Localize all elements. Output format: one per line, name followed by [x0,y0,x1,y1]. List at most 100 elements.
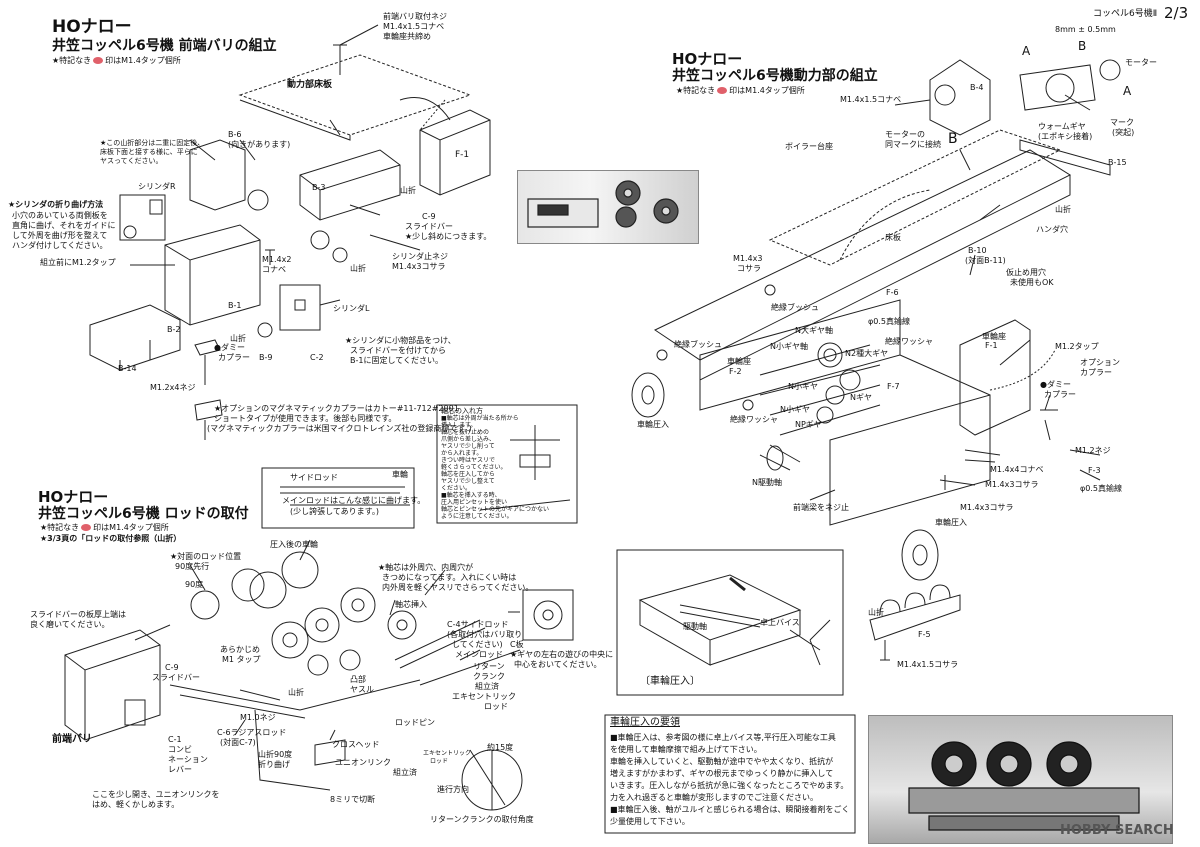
press_guide-line: 力を入れ過ぎると車輪が変形しますのでご注意ください。 [610,793,818,802]
label-rod-pin: ロッドピン [395,718,435,727]
label-c9-sub: スライドバー [152,673,200,682]
label-n-big: N大ギヤ軸 [795,326,833,335]
label-cyl-screw1: シリンダ止ネジ [392,252,448,261]
gear-photo [517,170,699,244]
press_guide-line: 少量使用して下さい。 [610,817,690,826]
label-c9-rod: C-9 [165,663,179,672]
label-n-gear: Nギヤ [850,393,872,402]
label-wheel-press1: 車輪圧入 [637,420,669,429]
label-f3: F-3 [1088,466,1101,475]
section3-title-line1: HOナロー [38,488,109,506]
label-slide-bar-note1: スライドバーの板厚上端は [30,610,126,619]
label-cyl-bend3: して外周を曲げ形を整えて [12,231,108,240]
label-option-coupler1: オプション [1080,358,1120,367]
label-wheel-seat2: 車輪座 [727,357,751,366]
label-slide-bar: スライドバー [405,222,453,231]
label-eccentric1: エキセントリック [452,692,516,701]
label-mountain-fold2: 山折 [350,264,366,273]
label-cyl-bend-title: ★シリンダの折り曲げ方法 [8,200,104,209]
label-return-angle: リターンクランクの取付角度 [430,815,534,824]
label-mountain-fold4: 山折 [1055,205,1071,214]
tap-note-pre2: ★特記なき [676,86,716,95]
section2-title-line1: HOナロー [672,50,743,68]
tap-note-post2: 印はM1.4タップ個所 [729,86,805,95]
label-c2: C-2 [310,353,324,362]
label-cyl-attach1: ★シリンダに小物部品をつけ、 [345,336,456,345]
label-solder-hole: ハンダ穴 [1036,225,1068,234]
label-shaft-insert: 軸芯挿入 [395,600,427,609]
label-b-mark2: B [948,131,958,147]
press_guide-line: ■車輪圧入は、参考図の様に卓上バイス等,平行圧入可能な工具 [610,733,836,742]
label-b10-sub: (対面B-11) [965,256,1006,265]
label-washer1: 絶縁ワッシャ [885,337,933,346]
label-floor2: 床板 [885,233,901,242]
label-n2: N2種大ギヤ [845,349,889,358]
label-n-small: N小ギヤ軸 [770,342,808,351]
label-f1: F-1 [455,150,470,160]
label-motor: モーター [1125,58,1157,67]
section3-tap-note: ★特記なき印はM1.4タップ個所 [40,523,169,533]
label-n-drive: N駆動軸 [752,478,782,487]
shaft_box-line: ください。 [441,485,472,492]
label-shaft-note2: きつめになってます。入れにくい時は [382,573,517,582]
label-side-rod: サイドロッド [290,473,338,482]
label-bend-note3: ヤスってください。 [100,157,163,165]
press_guide-line: を使用して車輪摩擦で組み上げて下さい。 [610,745,762,754]
tap-note-pre: ★特記なき [52,56,92,65]
label-main-rod-note2: (少し誇張してあります。) [290,507,379,516]
label-f2: F-2 [729,367,742,376]
label-n-sm-gear2: N小ギヤ [780,405,810,414]
label-b1: B-1 [228,301,242,310]
section3-ref-note: ★3/3頁の「ロッドの取付参照（山折） [40,534,182,543]
label-rod-pos1: ★対面のロッド位置 [170,552,242,561]
label-b6-sub: (向きがあります) [228,140,291,149]
label-main-rod: メインロッド [455,650,503,659]
label-coupler: カプラー [218,353,250,362]
label-m14x15konabe: M1.4x1.5コナベ [840,95,902,104]
press_guide-line: ■車輪圧入後、軸がユルイと感じられる場合は、瞬間接着剤をごく [610,805,850,814]
label-b10: B-10 [968,246,987,255]
page-label: コッペル6号機Ⅱ [1093,9,1158,19]
label-mountain-fold: 山折 [400,186,416,195]
label-eccentric2: ロッド [484,702,508,711]
label-motor-mark1: モーターの [885,130,925,139]
label-cut8: 8ミリで切断 [330,795,376,804]
press_guide-line: 増えますがかまわず、ギヤの根元までゆっくり静かに挿入して [610,769,834,778]
label-mark: マーク [1110,118,1134,127]
label-assembled2: 組立済 [393,768,417,777]
label-b15: B-15 [1108,158,1127,167]
label-bend-note2: 床板下面と接する様に、平らに [100,148,198,156]
shaft-box-title: 軸芯の入れ方 [441,407,483,415]
label-fold90-2: 折り曲げ [258,760,290,769]
label-f6: F-6 [886,288,899,297]
label-b14: B-14 [118,364,137,373]
label-c4-sub2: してください) [452,640,503,649]
label-floor: 動力部床板 [287,80,333,90]
label-bend-note-rod1: ここを少し開き、ユニオンリンクを [92,790,220,799]
shaft_box-line: ヤスリで少し削って [441,443,495,450]
label-front-beam-screw: 前端梁をネジ止 [793,503,849,512]
shaft_box-line: 軸芯を圧入してから [441,471,495,478]
label-c1-4: レバー [168,765,192,774]
label-gear-note1: ★ギヤの左右の遊びの中央に [510,650,614,659]
shaft_box-line: 圧入用ピンセットを使い [441,499,508,506]
tap-note-post3: 印はM1.4タップ個所 [93,523,169,532]
label-cross-head: クロスヘッド [332,740,380,749]
label-pre-tap2: M1 タップ [222,655,261,664]
shaft_box-line: 軽くさらってください。 [441,464,507,471]
label-b2: B-2 [167,325,181,334]
shaft_box-line: 軸芯を抜け止めの [441,429,490,436]
press-drive-shaft: 駆動軸 [683,622,707,631]
label-c4-sub: (各取付穴はバリ取り [447,630,523,639]
label-f5: F-5 [918,630,931,639]
label-tap-before: 組立前にM1.2タップ [40,258,116,267]
press_guide-line: 車輪を挿入していくと、駆動軸が途中でやや太くなり、抵抗が [610,757,834,766]
label-cyl-attach2: スライドバーを付けてから [350,346,446,355]
label-direction: 進行方向 [437,785,469,794]
label-main-rod-note1: メインロッドはこんな感じに曲げます。 [282,496,426,505]
label-mountain-fold3: 山折 [230,334,246,343]
label-convex: 凸部 [350,675,366,684]
label-cyl-bend2: 直角に曲げ、それをガイドに [12,221,116,230]
label-slide-note: ★少し斜めにつきます。 [405,232,492,241]
section1-title-line1: HOナロー [52,17,132,37]
